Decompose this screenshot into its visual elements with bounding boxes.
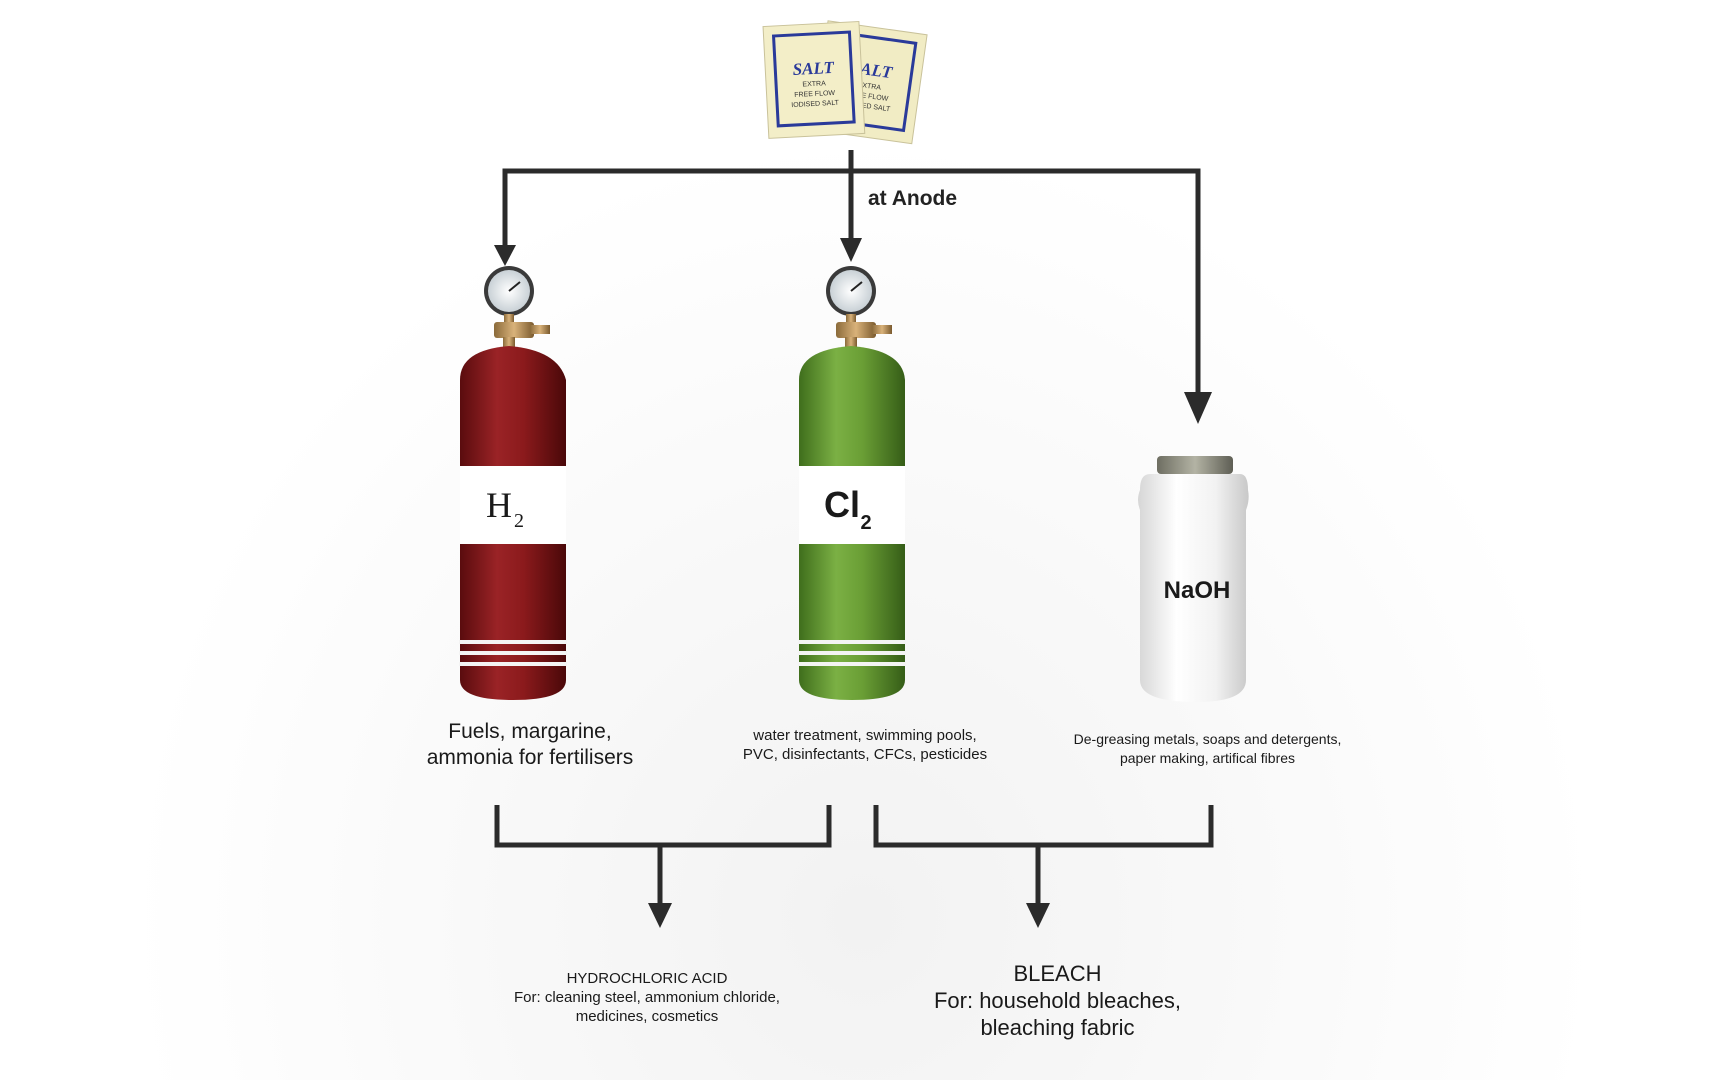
arrow-head-h2	[494, 245, 516, 266]
anode-label: at Anode	[868, 187, 958, 210]
cl2-uses-line1: water treatment, swimming pools,	[753, 727, 977, 744]
arrow-head-bleach	[1026, 903, 1050, 928]
h2-uses-line1: Fuels, margarine,	[448, 720, 612, 743]
packet-front-line2: FREE FLOW	[794, 90, 836, 99]
bleach-product: BLEACH For: household bleaches, bleachin…	[880, 960, 1235, 1041]
cl2-cylinder: Cl 2	[798, 266, 906, 700]
naoh-uses-line2: paper making, artifical fibres	[1119, 750, 1296, 766]
naoh-uses: De-greasing metals, soaps and detergents…	[1030, 730, 1385, 768]
bleach-title: BLEACH	[1013, 961, 1102, 986]
arrow-head-hcl	[648, 903, 672, 928]
cl2-uses-line2: PVC, disinfectants, CFCs, pesticides	[742, 746, 988, 763]
cl2-subscript: 2	[860, 512, 871, 534]
cl2-symbol: Cl	[824, 484, 860, 525]
naoh-bottle: NaOH	[1138, 456, 1249, 702]
hcl-product: HYDROCHLORIC ACID For: cleaning steel, a…	[470, 969, 824, 1026]
top-arrows	[502, 150, 1201, 400]
hcl-uses-line2: medicines, cosmetics	[575, 1008, 719, 1025]
packet-front-line3: IODISED SALT	[791, 100, 840, 110]
packet-front-title: SALT	[792, 58, 835, 79]
naoh-label: NaOH	[1164, 577, 1231, 604]
bleach-uses-line1: For: household bleaches,	[933, 988, 1182, 1013]
h2-cylinder: H 2	[459, 266, 567, 700]
h2-uses: Fuels, margarine, ammonia for fertiliser…	[380, 719, 680, 771]
h2-symbol: H	[486, 485, 512, 525]
salt-packets: SALT EXTRA FREE FLOW IODISED SALT SALT E…	[762, 20, 928, 145]
arrow-head-naoh	[1184, 392, 1212, 424]
hcl-uses-line1: For: cleaning steel, ammonium chloride,	[514, 989, 780, 1006]
cl2-uses: water treatment, swimming pools, PVC, di…	[700, 726, 1030, 764]
packet-back-line1: EXTRA	[857, 82, 881, 92]
h2-uses-line2: ammonia for fertilisers	[426, 746, 634, 769]
h2-subscript: 2	[514, 510, 524, 532]
salt-packet-front: SALT EXTRA FREE FLOW IODISED SALT	[762, 20, 866, 139]
naoh-uses-line1: De-greasing metals, soaps and detergents…	[1073, 731, 1342, 747]
hcl-title: HYDROCHLORIC ACID	[566, 970, 728, 987]
bottom-brackets	[494, 805, 1214, 908]
packet-front-line1: EXTRA	[802, 80, 826, 88]
arrow-head-cl2	[840, 238, 862, 262]
bleach-uses-line2: bleaching fabric	[980, 1015, 1135, 1040]
